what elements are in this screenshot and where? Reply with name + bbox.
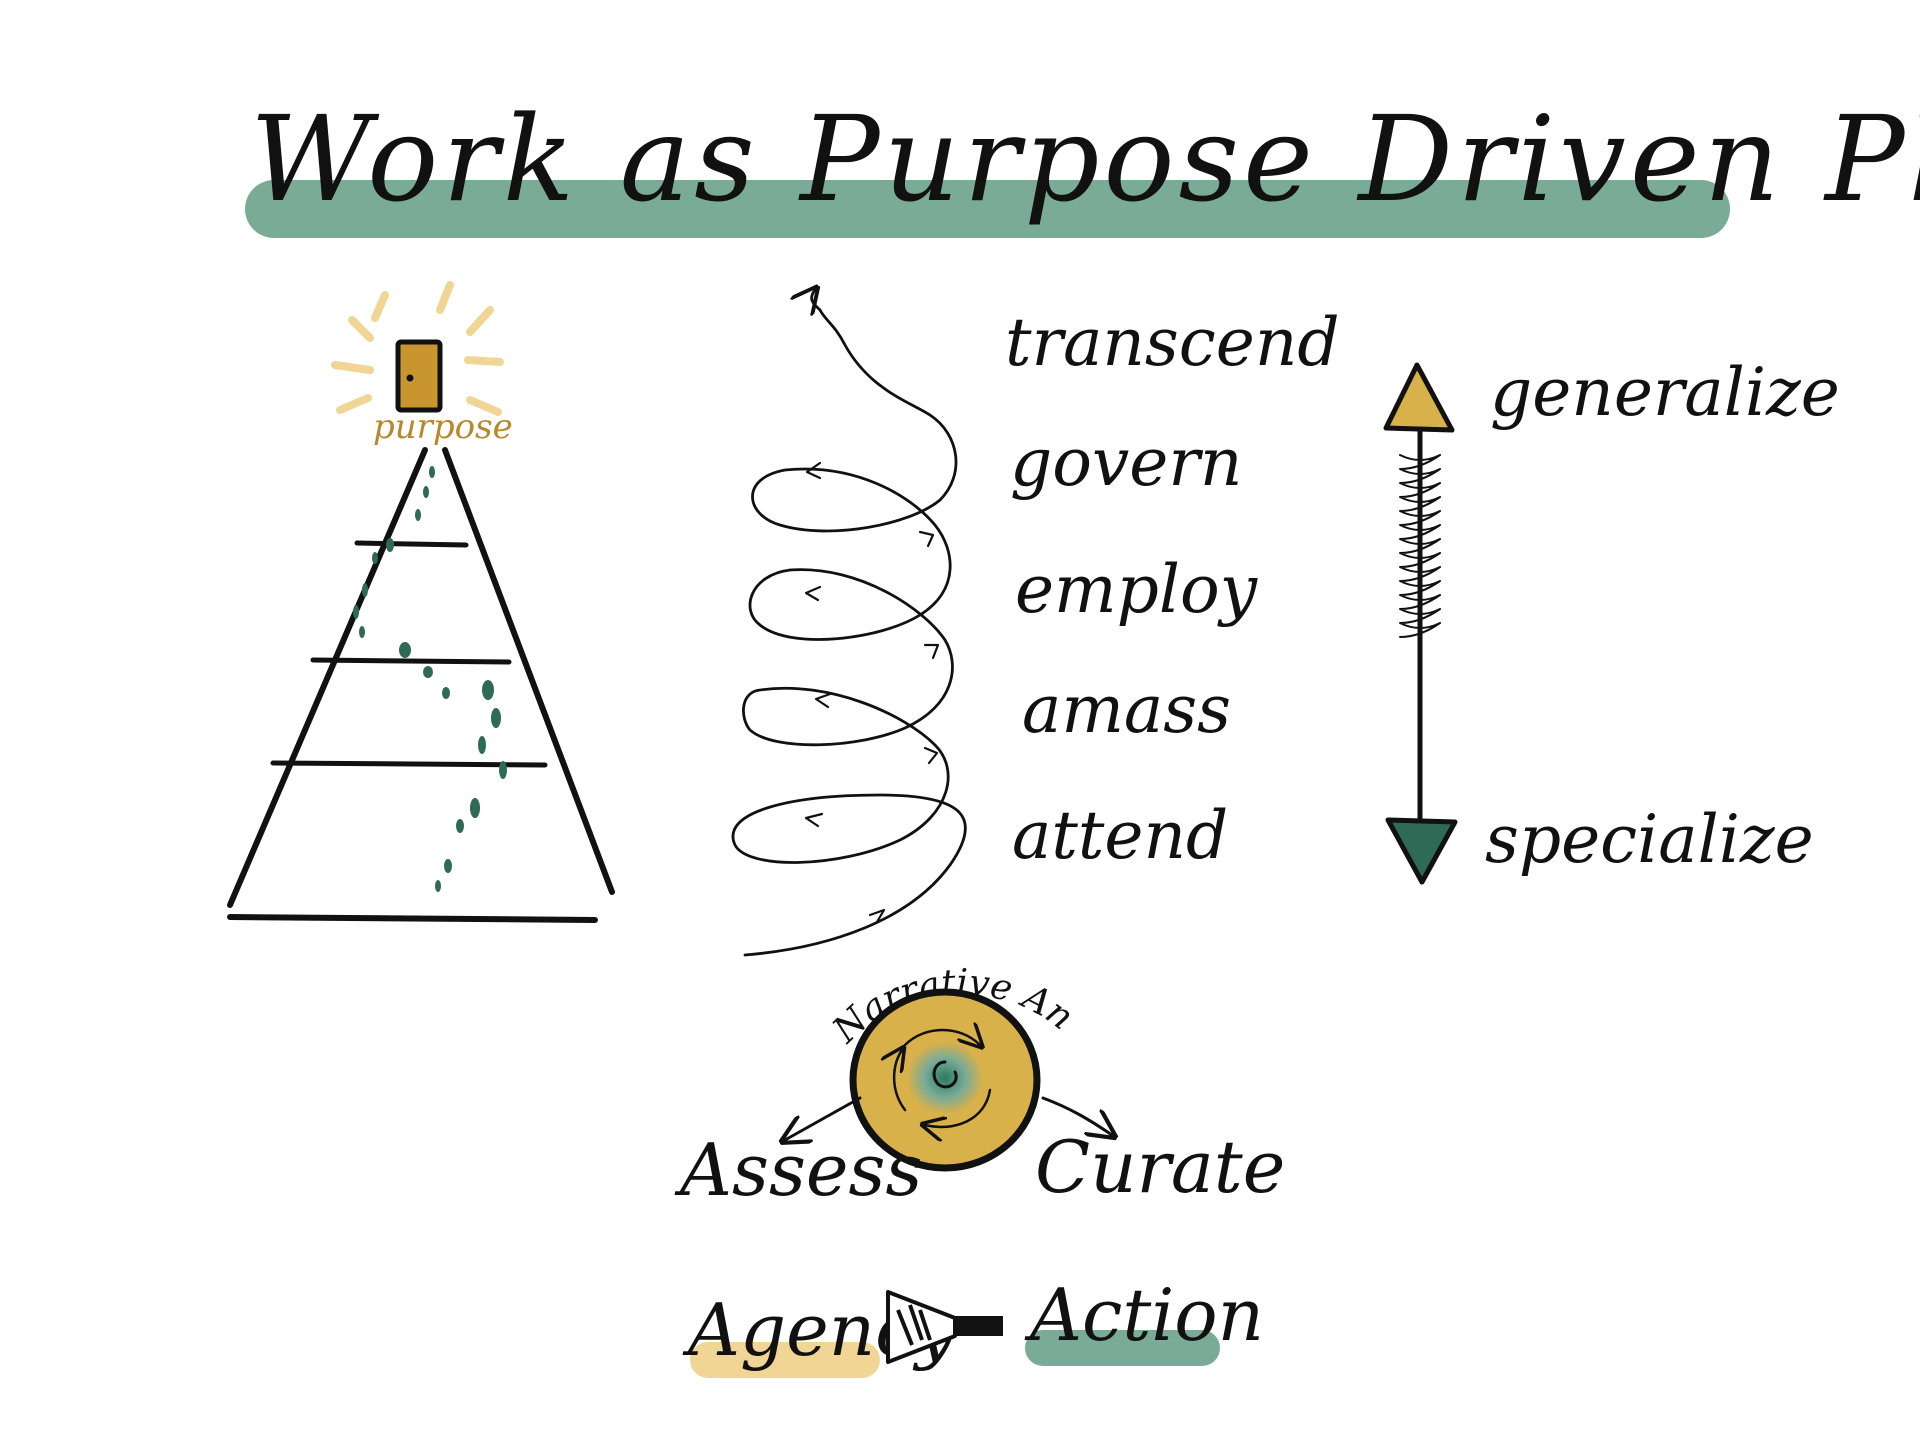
path-dots <box>353 466 507 892</box>
pyramid-step-2 <box>310 657 512 665</box>
down-arrow-icon <box>1385 817 1458 885</box>
level-label: employ <box>1015 551 1258 628</box>
cycle-arrows-icon <box>894 1030 992 1127</box>
level-label: govern <box>1010 424 1242 501</box>
scale-group: generalize specialize <box>1383 354 1840 885</box>
level-label: attend <box>1012 797 1228 874</box>
door-knob <box>406 374 414 382</box>
spiral-group: transcend govern employ amass attend <box>731 290 1340 957</box>
pyramid-step-3 <box>270 760 548 768</box>
pyramid-outline <box>227 447 615 908</box>
title-group: Work as Purpose Driven Play <box>245 90 1920 238</box>
cycle-inner-glow <box>907 1042 983 1114</box>
pyramid-floor <box>227 914 598 923</box>
level-label: transcend <box>1005 304 1340 381</box>
glow-rays <box>331 281 504 416</box>
specialize-label: specialize <box>1485 801 1814 878</box>
generalize-label: generalize <box>1490 354 1840 431</box>
purpose-door <box>395 339 443 413</box>
level-label: amass <box>1022 671 1231 748</box>
assess-arrow <box>785 1096 862 1140</box>
spiral-arrowheads <box>804 461 940 924</box>
purpose-pyramid: purpose <box>227 281 615 923</box>
scale-squiggle <box>1399 454 1441 638</box>
curate-label: Curate <box>1035 1125 1285 1209</box>
action-label: Action <box>1024 1273 1264 1357</box>
purpose-label: purpose <box>373 407 513 447</box>
spiral-line <box>731 290 967 957</box>
assess-label: Assess <box>674 1128 922 1212</box>
up-arrow-icon <box>1383 362 1455 433</box>
megaphone-icon <box>886 1290 1003 1364</box>
page-title: Work as Purpose Driven Play <box>250 90 1920 228</box>
title-highlight <box>245 180 1730 238</box>
action-highlight <box>1025 1330 1220 1366</box>
agency-action-group: Agency Action <box>682 1273 1264 1378</box>
pyramid-step-1 <box>354 540 469 548</box>
agency-highlight <box>690 1342 880 1378</box>
curate-arrow <box>1041 1096 1112 1135</box>
